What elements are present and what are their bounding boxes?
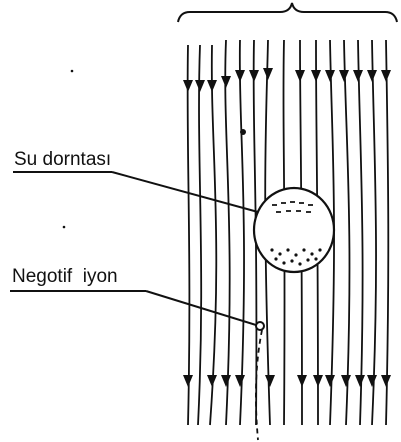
arrow — [341, 375, 351, 387]
arrow — [381, 375, 391, 387]
curly-brace — [178, 3, 397, 22]
arrow — [195, 80, 205, 92]
arrow — [367, 70, 377, 82]
field-line — [372, 40, 376, 425]
water-droplet-label: Su dorntası — [14, 150, 111, 169]
arrow — [263, 68, 273, 80]
arrow — [339, 70, 349, 82]
drop-leader — [112, 172, 258, 212]
field-line — [344, 40, 349, 425]
field-line — [188, 45, 190, 425]
arrow — [353, 70, 363, 82]
arrow — [221, 375, 231, 387]
arrow — [295, 70, 305, 82]
arrow — [183, 80, 193, 92]
field-line — [358, 40, 363, 425]
arrow — [221, 76, 231, 88]
arrow — [325, 70, 335, 82]
field-line — [198, 45, 201, 425]
field-line — [240, 40, 244, 425]
arrow — [381, 70, 391, 82]
arrow — [313, 375, 323, 387]
arrow — [367, 375, 377, 387]
arrow — [249, 70, 259, 82]
speck — [71, 70, 74, 73]
arrow — [355, 375, 365, 387]
arrow — [311, 70, 321, 82]
negative-ion-label: Negotif iyon — [12, 267, 118, 286]
field-line — [386, 40, 388, 425]
leader-lines — [10, 172, 258, 325]
arrow — [235, 375, 245, 387]
arrow — [235, 70, 245, 82]
field-line — [210, 45, 216, 425]
arrow — [207, 80, 217, 92]
speck — [63, 226, 66, 229]
field-line — [225, 40, 229, 425]
arrow — [183, 375, 193, 387]
speck — [240, 129, 246, 135]
negative-ion — [256, 322, 264, 330]
arrow — [297, 375, 307, 387]
arrow — [265, 375, 275, 387]
arrow — [325, 375, 335, 387]
arrow — [207, 375, 217, 387]
water-droplet — [254, 188, 334, 272]
